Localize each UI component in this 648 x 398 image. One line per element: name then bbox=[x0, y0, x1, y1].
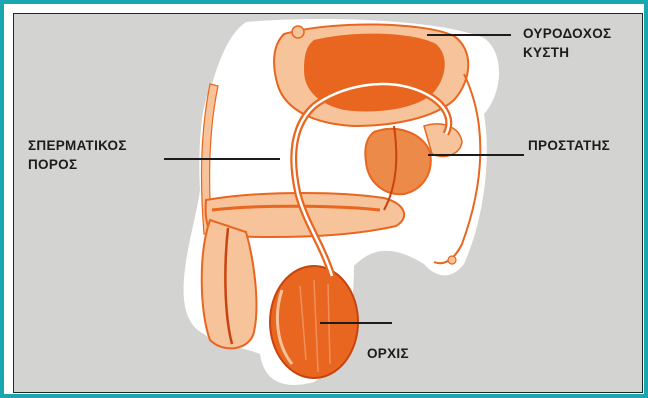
bladder-leader-line bbox=[427, 34, 511, 36]
testis-leader-line bbox=[320, 322, 392, 324]
vas-deferens-label-line-2: ΠΟΡΟΣ bbox=[28, 155, 127, 174]
bladder-label-line-2: ΚΥΣΤΗ bbox=[523, 43, 611, 62]
testis-label: ΟΡΧΙΣ bbox=[367, 344, 409, 363]
vas-deferens-label: ΣΠΕΡΜΑΤΙΚΟΣ ΠΟΡΟΣ bbox=[28, 136, 127, 174]
bladder-label-line-1: ΟΥΡΟΔΟΧΟΣ bbox=[523, 24, 611, 43]
anatomy-illustration bbox=[14, 14, 643, 393]
pubic-bone bbox=[292, 26, 304, 38]
vas-deferens-leader-line bbox=[164, 158, 280, 160]
diagram-panel: ΟΥΡΟΔΟΧΟΣ ΚΥΣΤΗ ΣΠΕΡΜΑΤΙΚΟΣ ΠΟΡΟΣ ΠΡΟΣΤΑ… bbox=[13, 13, 643, 393]
anus-marker bbox=[448, 256, 456, 264]
bladder-label: ΟΥΡΟΔΟΧΟΣ ΚΥΣΤΗ bbox=[523, 24, 611, 62]
prostate-gland bbox=[365, 129, 430, 194]
vas-deferens-label-line-1: ΣΠΕΡΜΑΤΙΚΟΣ bbox=[28, 136, 127, 155]
prostate-label: ΠΡΟΣΤΑΤΗΣ bbox=[528, 136, 610, 155]
prostate-leader-line bbox=[428, 154, 524, 156]
